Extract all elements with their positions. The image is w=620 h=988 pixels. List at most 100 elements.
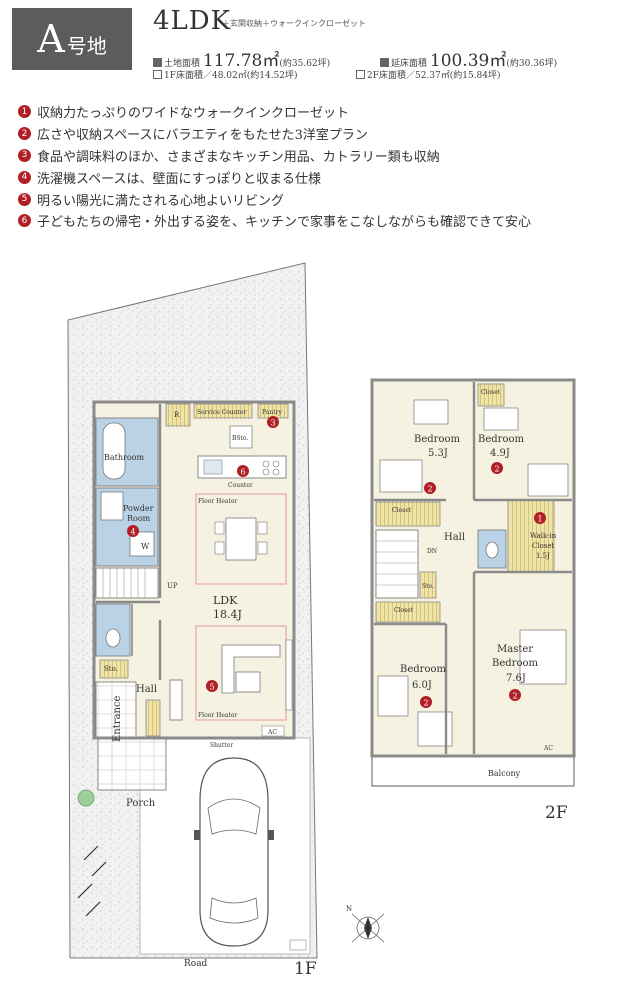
north-label: N	[346, 905, 352, 913]
feature-number: 3	[18, 148, 31, 162]
tv-board	[285, 639, 293, 711]
bedroom-b-size: 4.9J	[490, 448, 510, 459]
second-floor-plan: Closet Bedroom 5.3J Bedroom 4.9J Closet …	[370, 378, 576, 823]
ldk-label: LDK	[213, 594, 238, 607]
bsto-label: BSto.	[232, 435, 248, 442]
toilet-2f	[485, 541, 499, 559]
powder-label-2: Room	[127, 514, 151, 523]
marker-2f: 2	[491, 462, 503, 474]
service-counter-label: Service Counter	[197, 409, 247, 416]
square-filled-icon	[380, 58, 389, 67]
walk-in-size: 1.5J	[536, 552, 550, 560]
storage-1f	[99, 659, 129, 679]
total-floor-area-value: 100.39㎡	[429, 51, 507, 71]
marker-2f: 2	[424, 482, 436, 494]
floor-heater-dining	[195, 493, 287, 585]
second-floor-label: 2F	[545, 803, 568, 823]
svg-text:2: 2	[512, 692, 517, 701]
svg-text:5: 5	[209, 683, 214, 692]
pantry-label: Pantry	[262, 409, 282, 416]
svg-text:2: 2	[423, 699, 428, 708]
feature-number: 2	[18, 127, 31, 141]
washer-label: W	[141, 542, 150, 551]
entrance-label: Entrance	[112, 695, 123, 742]
bicycle-icon	[77, 845, 107, 917]
bed-master	[519, 629, 567, 685]
shoe-storage	[145, 699, 161, 737]
toilet	[105, 628, 121, 648]
sto-label-2f: Sto.	[422, 583, 434, 590]
walk-in-label-1: Walk-in	[530, 532, 557, 540]
bsto-cabinet	[229, 425, 253, 449]
bathtub	[102, 422, 126, 480]
refrigerator-label: R	[174, 411, 180, 419]
bed-c	[377, 675, 409, 717]
hall-label-2f: Hall	[444, 532, 465, 543]
desk-a	[413, 399, 449, 425]
land-area: 土地面積 117.78㎡(約35.62坪)	[153, 46, 330, 71]
square-filled-icon	[153, 58, 162, 67]
closet-b	[375, 601, 441, 623]
hall-cabinet	[169, 679, 183, 721]
land-area-value: 117.78㎡	[202, 51, 280, 71]
car-icon	[194, 757, 274, 947]
closet-b-label: Closet	[394, 607, 414, 614]
closet-top-label: Closet	[481, 389, 501, 396]
ac-unit-1f	[261, 725, 285, 737]
road-label: Road	[184, 959, 208, 969]
marker-2f: 2	[509, 689, 521, 701]
feature-number: 1	[18, 105, 31, 119]
first-floor-plan: Bathroom Powder Room W UP Sto. Hall Entr…	[67, 262, 385, 979]
floor-heater-label-top: Floor Heater	[198, 498, 237, 505]
total-floor-area: 延床面積 100.39㎡(約30.36坪)	[380, 46, 557, 71]
bedroom-c-size: 6.0J	[412, 680, 432, 691]
dn-label: DN	[427, 548, 437, 555]
service-counter	[193, 403, 253, 419]
counter-label: Counter	[228, 482, 253, 489]
marker-1f: 5	[206, 680, 218, 692]
closet-a-label: Closet	[392, 507, 412, 514]
svg-text:3: 3	[270, 419, 275, 428]
bathroom-label: Bathroom	[104, 453, 144, 462]
plan-type: 4LDK	[153, 6, 232, 36]
stairs	[95, 567, 159, 599]
first-floor-label: 1F	[294, 959, 317, 979]
entrance	[95, 681, 137, 739]
up-label: UP	[167, 582, 178, 590]
master-label-1: Master	[497, 644, 533, 655]
tree-icon	[77, 789, 95, 807]
hall-label-1f: Hall	[136, 684, 157, 695]
ac-label-2f: AC	[543, 745, 553, 752]
plan-extra: ＋玄関収納＋ウォークインクローゼット	[222, 19, 366, 28]
ldk-size: 18.4J	[213, 608, 242, 621]
exterior-wall-2f	[370, 378, 576, 758]
exterior-wall-1f	[92, 400, 296, 740]
balcony	[371, 755, 575, 787]
bed-a	[379, 459, 423, 493]
sink	[203, 459, 223, 475]
ac-label-1f: AC	[267, 729, 277, 736]
dining-table	[225, 517, 257, 561]
feature-number: 5	[18, 192, 31, 206]
plan-markers: 3 6 4 5 2 2 1 2 2	[127, 416, 546, 708]
porch-label: Porch	[126, 798, 156, 809]
shutter-label: Shutter	[210, 742, 233, 749]
sofa	[221, 644, 281, 694]
coffee-table	[235, 671, 261, 693]
storage-2f	[419, 571, 437, 599]
marker-1f: 4	[127, 525, 139, 537]
feature-number: 6	[18, 214, 31, 228]
porch	[97, 737, 167, 791]
lot-badge: A 号地	[12, 8, 132, 70]
first-floor-area: 1F床面積／48.02㎡(約14.52坪)	[153, 68, 298, 81]
marker-2f: 1	[534, 512, 546, 524]
bedroom-b-label: Bedroom	[478, 434, 524, 445]
svg-text:2: 2	[494, 465, 499, 474]
